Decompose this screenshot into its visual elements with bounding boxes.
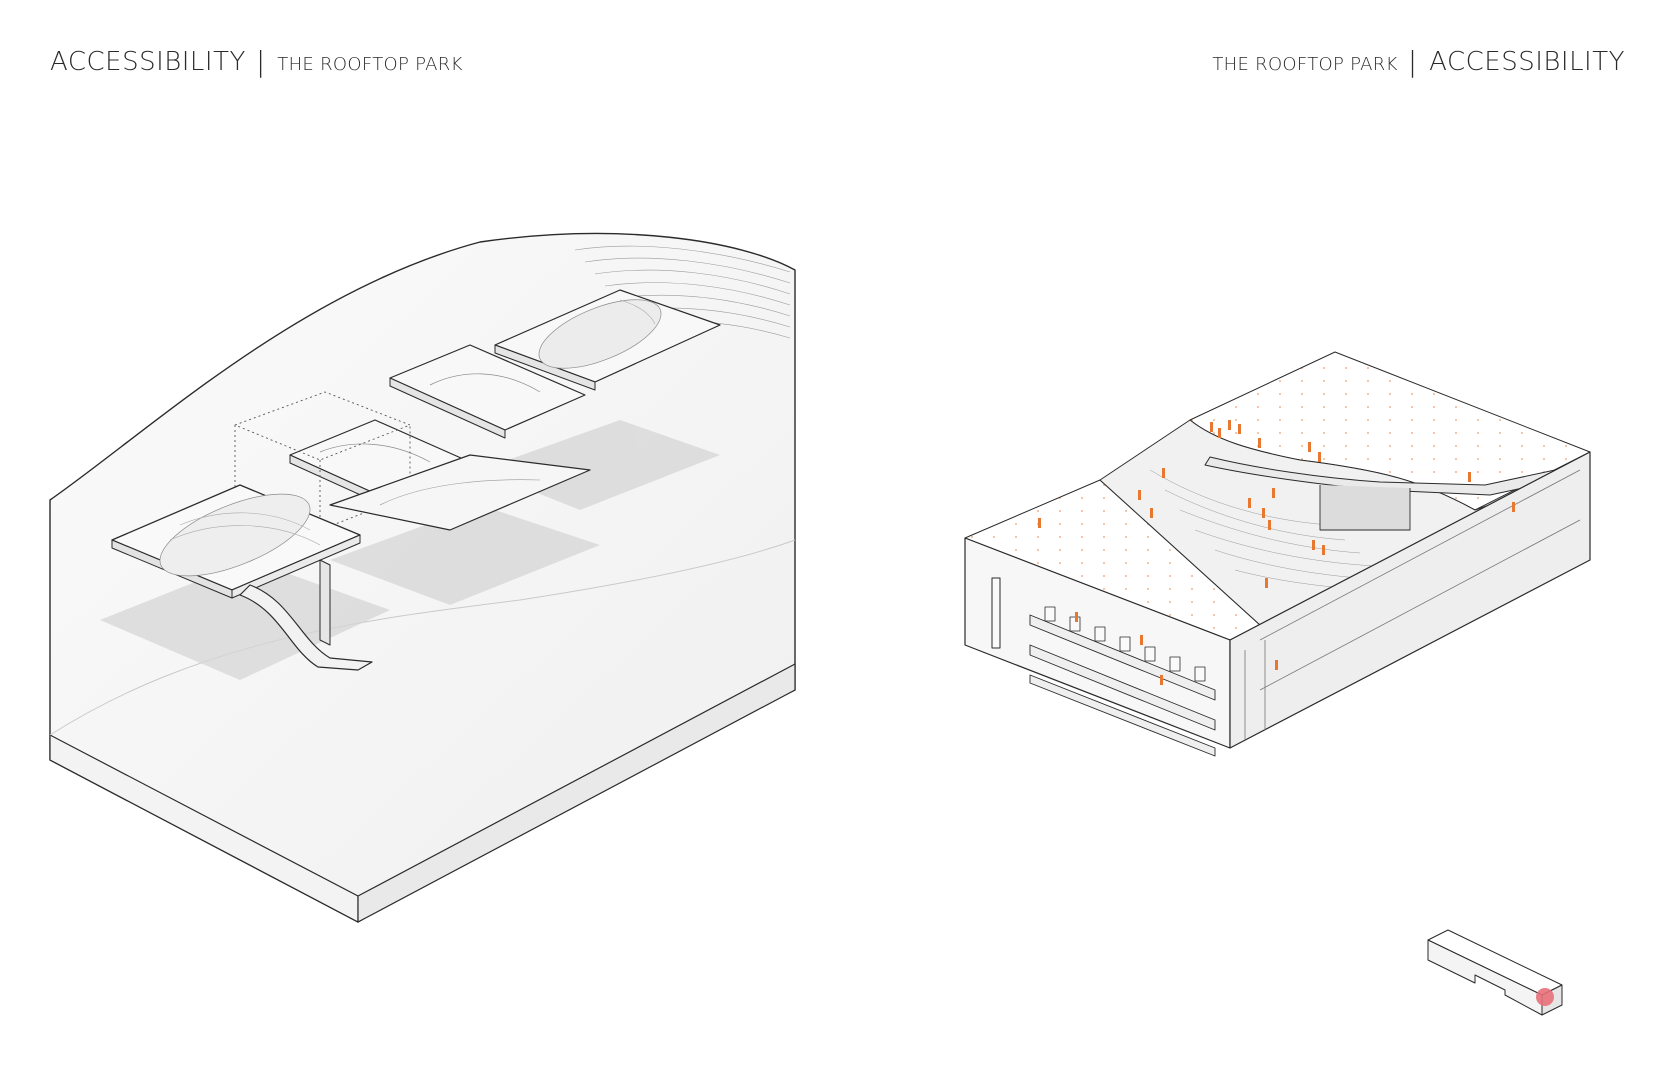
building-right-facade bbox=[1229, 451, 1591, 749]
people-figures bbox=[1038, 420, 1515, 685]
page-subtitle-left: THE ROOFTOP PARK bbox=[277, 54, 463, 75]
landscape-slab-diagram bbox=[49, 232, 796, 923]
bridge-fins bbox=[1319, 485, 1411, 531]
hollow-contours bbox=[1149, 469, 1411, 593]
platform-3 bbox=[389, 344, 586, 439]
page-title-left: ACCESSIBILITY bbox=[50, 47, 246, 77]
platform-1b bbox=[329, 454, 591, 531]
slot-window bbox=[991, 577, 1001, 649]
page-subtitle-right: THE ROOFTOP PARK bbox=[1212, 54, 1398, 75]
title-separator-right: | bbox=[1407, 45, 1418, 78]
header-right: THE ROOFTOP PARK | ACCESSIBILITY bbox=[1212, 44, 1625, 78]
slab-ridge-line bbox=[49, 539, 796, 736]
building-axonometric bbox=[964, 351, 1591, 757]
location-marker bbox=[1536, 988, 1554, 1006]
page-title-right: ACCESSIBILITY bbox=[1429, 47, 1625, 77]
slab-right-face bbox=[357, 663, 796, 923]
floor-bands bbox=[1029, 614, 1216, 757]
header-left: ACCESSIBILITY | THE ROOFTOP PARK bbox=[50, 44, 463, 78]
platform-1 bbox=[111, 484, 361, 599]
ground-ramp bbox=[239, 559, 373, 671]
key-plan-icon bbox=[1427, 929, 1563, 1016]
facade-windows bbox=[1044, 606, 1206, 682]
platform-4 bbox=[494, 289, 721, 391]
interior-slices bbox=[1244, 469, 1581, 740]
title-separator-left: | bbox=[255, 45, 266, 78]
